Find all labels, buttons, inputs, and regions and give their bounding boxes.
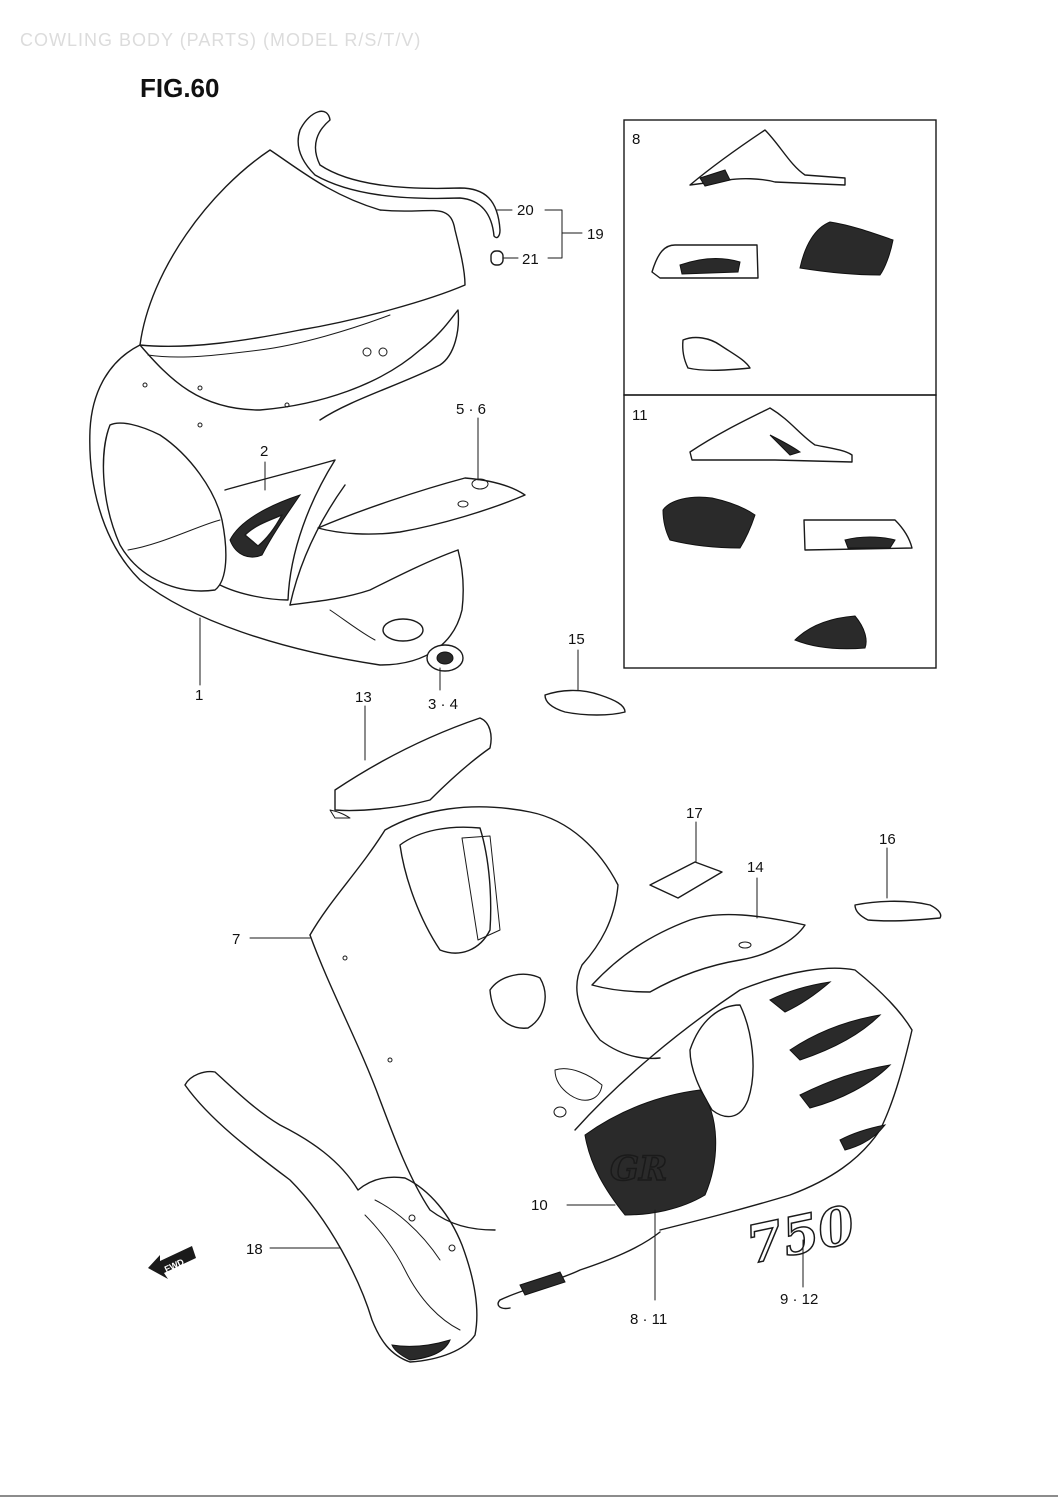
- inset-box-11-label: 11: [632, 407, 648, 424]
- callout-3-4: 3 · 4: [428, 696, 458, 713]
- part-15: [544, 689, 626, 716]
- faint-header: COWLING BODY (PARTS) (MODEL R/S/T/V): [20, 30, 422, 50]
- fwd-arrow-icon: FWD: [148, 1246, 196, 1279]
- inset-box-11-decals: [662, 407, 913, 650]
- part-16: [854, 900, 942, 922]
- part-14: [591, 913, 806, 993]
- screen-moulding: [297, 110, 501, 239]
- part-13: [329, 717, 492, 819]
- svg-text:GR: GR: [610, 1149, 667, 1189]
- lower-cowling: [184, 1070, 478, 1363]
- callout-17: 17: [686, 805, 703, 822]
- inset-box-8-decals: [651, 129, 894, 371]
- inset-box-11: [623, 394, 937, 669]
- callout-18: 18: [246, 1241, 263, 1258]
- callout-19: 19: [587, 226, 604, 243]
- decorated-side-panel: GR 750: [497, 967, 913, 1310]
- figure-title: FIG.60: [140, 73, 219, 103]
- callout-15: 15: [568, 631, 585, 648]
- callout-10: 10: [531, 1197, 548, 1214]
- callout-8-11: 8 · 11: [630, 1311, 667, 1328]
- inset-box-8-label: 8: [632, 131, 640, 148]
- part-17: [649, 861, 723, 899]
- callout-20: 20: [517, 202, 534, 219]
- leader-lines: [199, 209, 888, 1301]
- inset-box-8: [623, 119, 937, 396]
- callout-21: 21: [522, 251, 539, 268]
- callout-2: 2: [260, 443, 268, 460]
- upper-cowling: [89, 149, 466, 666]
- callout-7: 7: [232, 931, 240, 948]
- callout-labels: 1 2 3 · 4 5 · 6 7 8 · 11 9 · 12 10 13 14…: [195, 202, 896, 1328]
- nut-3-4: [426, 644, 464, 672]
- callout-9-12: 9 · 12: [780, 1291, 818, 1308]
- model-number-logo: 750: [741, 1194, 860, 1276]
- callout-1: 1: [195, 687, 203, 704]
- bracket-5-6: [317, 477, 526, 535]
- callout-16: 16: [879, 831, 896, 848]
- callout-5-6: 5 · 6: [456, 401, 486, 418]
- grommet-21: [490, 250, 504, 266]
- callout-14: 14: [747, 859, 764, 876]
- callout-13: 13: [355, 689, 372, 706]
